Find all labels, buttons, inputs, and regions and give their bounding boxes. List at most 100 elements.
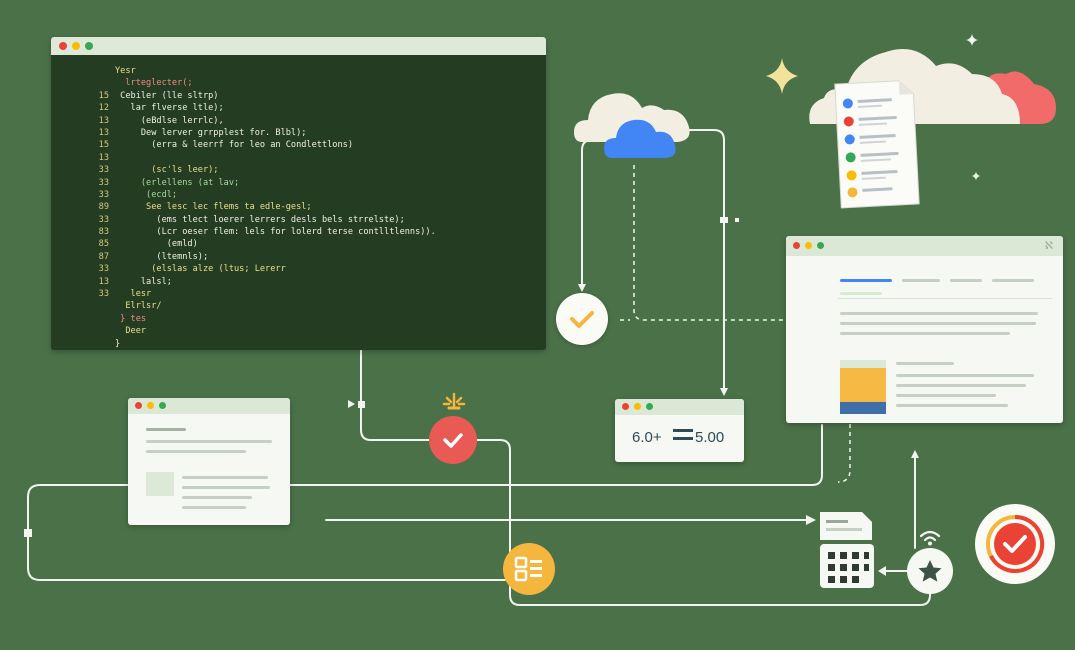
- code-text: (erra & leerrf for leo an Condlettlons): [115, 140, 353, 151]
- window-close-dot[interactable]: [622, 403, 629, 410]
- code-line: 87 (ltemnls);: [51, 251, 546, 263]
- code-text: Deer: [115, 326, 147, 337]
- code-text: lesr: [115, 289, 152, 300]
- window-minimize-dot[interactable]: [72, 42, 80, 50]
- code-text: lar flverse ltle);: [115, 103, 224, 114]
- code-line: 13 (eBdlse lerrlc),: [51, 115, 546, 127]
- code-editor-titlebar: [51, 37, 546, 55]
- image-thumbnail: [840, 360, 886, 414]
- tab[interactable]: [902, 279, 940, 282]
- task-list-icon[interactable]: [503, 543, 555, 595]
- text-placeholder: [896, 374, 1034, 377]
- code-line: 89 See lesc lec flems ta edle-gesl;: [51, 201, 546, 213]
- code-text: Elrlsr/: [115, 301, 162, 312]
- star-icon[interactable]: [907, 548, 953, 594]
- cloud-icon: [574, 93, 690, 158]
- code-text: (ltemnls);: [115, 251, 209, 262]
- line-number: 33: [98, 264, 109, 275]
- code-line: 13: [51, 152, 546, 164]
- line-number: 15: [98, 140, 109, 151]
- line-number: 15: [98, 90, 109, 101]
- text-placeholder: [840, 312, 1038, 315]
- code-text: lrteglecter(;: [115, 78, 193, 89]
- code-body: Yesr lrteglecter(;15 Cebiler (lle sltrp)…: [51, 55, 546, 350]
- code-text: (erlellens (at lav;: [115, 177, 240, 188]
- code-line: }: [51, 338, 546, 350]
- code-line: 15 (erra & leerrf for leo an Condlettlon…: [51, 139, 546, 151]
- code-line: } tes: [51, 313, 546, 325]
- code-text: } tes: [115, 313, 147, 324]
- code-line: 33 (erlellens (at lav;: [51, 177, 546, 189]
- code-text: See lesc lec flems ta edle-gesl;: [115, 202, 312, 213]
- progress-badge-icon[interactable]: [975, 504, 1055, 584]
- right-browser-window: ℵ: [786, 236, 1063, 423]
- window-minimize-dot[interactable]: [147, 402, 154, 409]
- text-placeholder: [182, 476, 268, 479]
- text-placeholder: [840, 332, 1010, 335]
- divider: [838, 298, 1052, 299]
- text-placeholder: [146, 440, 272, 443]
- sparkle-icon: [966, 34, 978, 46]
- wifi-icon: [919, 530, 941, 546]
- code-line: 33 (ems tlect loerer lerrers desls bels …: [51, 214, 546, 226]
- line-number: 33: [98, 289, 109, 300]
- code-text: Cebiler (lle sltrp): [115, 90, 219, 101]
- text-placeholder: [146, 450, 246, 453]
- code-line: 13 lalsl;: [51, 276, 546, 288]
- window-menu-icon[interactable]: ℵ: [1044, 240, 1053, 252]
- code-line: 15 Cebiler (lle sltrp): [51, 90, 546, 102]
- code-line: Yesr: [51, 65, 546, 77]
- check-circle-icon[interactable]: [556, 293, 608, 345]
- window-close-dot[interactable]: [135, 402, 142, 409]
- calendar-document-icon: [820, 512, 874, 588]
- code-text: (ecdl;: [115, 189, 178, 200]
- text-placeholder: [896, 404, 1008, 407]
- code-line: 33 lesr: [51, 288, 546, 300]
- window-minimize-dot[interactable]: [805, 242, 812, 249]
- code-line: 33 (sc'ls leer);: [51, 164, 546, 176]
- window-maximize-dot[interactable]: [85, 42, 93, 50]
- line-number: 12: [98, 103, 109, 114]
- text-placeholder: [896, 384, 1026, 387]
- value-window: 6.0+ 5.00: [615, 399, 744, 462]
- window-close-dot[interactable]: [59, 42, 67, 50]
- text-placeholder: [896, 394, 996, 397]
- code-line: 83 (Lcr oeser flem: lels for lolerd ters…: [51, 226, 546, 238]
- code-text: (eBdlse lerrlc),: [115, 115, 224, 126]
- code-line: Deer: [51, 325, 546, 337]
- approve-check-icon[interactable]: [429, 416, 477, 464]
- line-number: 33: [98, 214, 109, 225]
- code-line: 12 lar flverse ltle);: [51, 102, 546, 114]
- sparkle-icon: [766, 58, 798, 94]
- text-placeholder: [840, 292, 882, 295]
- line-number: 89: [98, 202, 109, 213]
- code-text: (emld): [115, 239, 198, 250]
- window-close-dot[interactable]: [793, 242, 800, 249]
- tab-active[interactable]: [840, 279, 892, 282]
- code-text: Yesr: [115, 66, 136, 76]
- line-number: 13: [98, 115, 109, 126]
- line-number: 83: [98, 227, 109, 238]
- code-line: Elrlsr/: [51, 300, 546, 312]
- window-maximize-dot[interactable]: [817, 242, 824, 249]
- line-number: 33: [98, 177, 109, 188]
- line-number: 85: [98, 239, 109, 250]
- window-minimize-dot[interactable]: [634, 403, 641, 410]
- equals-icon: [673, 429, 693, 432]
- window-maximize-dot[interactable]: [159, 402, 166, 409]
- tab[interactable]: [950, 279, 982, 282]
- window-maximize-dot[interactable]: [646, 403, 653, 410]
- tab[interactable]: [992, 279, 1034, 282]
- text-placeholder: [896, 362, 954, 365]
- value-right: 5.00: [695, 429, 725, 446]
- code-text: (sc'ls leer);: [115, 165, 219, 176]
- text-placeholder: [182, 496, 252, 499]
- code-line: lrteglecter(;: [51, 77, 546, 89]
- code-text: (ems tlect loerer lerrers desls bels str…: [115, 214, 405, 225]
- checklist-document-icon: [834, 80, 920, 209]
- text-placeholder: [146, 428, 186, 431]
- text-placeholder: [182, 486, 270, 489]
- text-placeholder: [840, 322, 1036, 325]
- code-text: Dew lerver grrpplest for. Blbl);: [115, 127, 307, 138]
